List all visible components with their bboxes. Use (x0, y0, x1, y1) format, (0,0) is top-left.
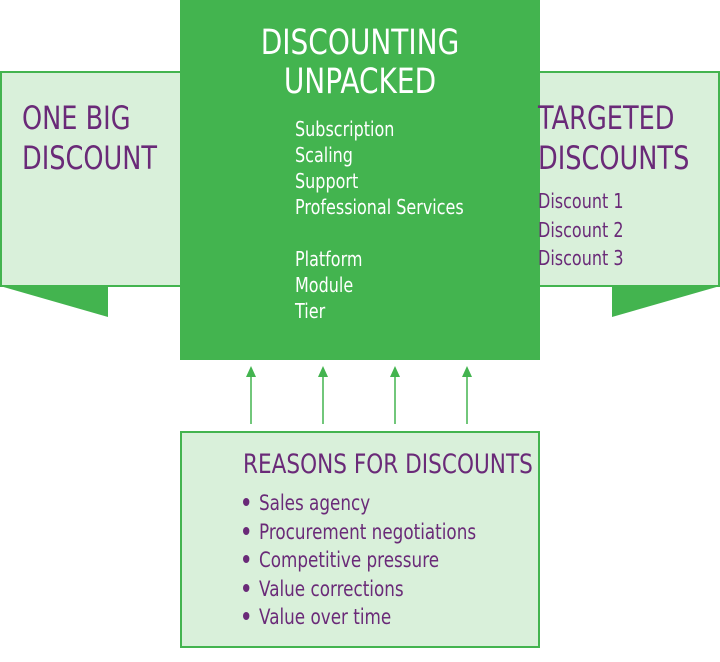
reasons-item-label: Value over time (259, 605, 392, 629)
left-title: ONE BIG DISCOUNT (22, 98, 157, 178)
bullet-icon (243, 555, 250, 563)
bullet-icon (243, 498, 250, 506)
arrow-4 (462, 366, 472, 424)
right-title-line1: TARGETED (538, 99, 675, 137)
left-title-line1: ONE BIG (22, 99, 131, 137)
reasons-item-label: Sales agency (259, 491, 371, 515)
left-title-line2: DISCOUNT (22, 139, 158, 177)
right-item: Discount 1 (538, 189, 624, 213)
arrow-3 (390, 366, 400, 424)
center-item: Module (295, 273, 354, 297)
reasons-box (180, 431, 540, 648)
center-list-1: Subscription Scaling Support Professiona… (295, 116, 464, 220)
reasons-item: Competitive pressure (243, 546, 476, 575)
arrow-2 (318, 366, 328, 424)
center-item: Support (295, 169, 359, 193)
center-item: Tier (295, 299, 326, 323)
center-title-line2: UNPACKED (283, 62, 437, 102)
reasons-item-label: Competitive pressure (259, 548, 440, 572)
reasons-item: Sales agency (243, 489, 476, 518)
reasons-item: Procurement negotiations (243, 518, 476, 547)
bullet-icon (243, 526, 250, 535)
reasons-list: Sales agency Procurement negotiations Co… (243, 489, 476, 632)
center-title: DISCOUNTING UNPACKED (216, 24, 504, 102)
arrow-1 (246, 366, 256, 424)
bullet-icon (243, 612, 250, 620)
right-item: Discount 2 (538, 217, 624, 242)
right-item: Discount 3 (538, 246, 624, 270)
reasons-item: Value corrections (243, 575, 476, 604)
center-item: Subscription (295, 117, 395, 141)
right-title-line2: DISCOUNTS (538, 139, 690, 177)
bullet-icon (243, 583, 250, 592)
reasons-item-label: Value corrections (259, 576, 404, 601)
right-banner (505, 71, 720, 287)
center-item: Professional Services (295, 195, 464, 219)
center-item: Scaling (295, 143, 353, 167)
reasons-item: Value over time (243, 603, 476, 632)
reasons-title: REASONS FOR DISCOUNTS (243, 449, 533, 480)
reasons-item-label: Procurement negotiations (259, 519, 477, 544)
center-item: Platform (295, 247, 363, 271)
right-list: Discount 1 Discount 2 Discount 3 (538, 187, 624, 273)
right-title: TARGETED DISCOUNTS (538, 98, 689, 178)
center-title-line1: DISCOUNTING (260, 23, 460, 63)
center-list-2: Platform Module Tier (295, 246, 362, 324)
center-box (180, 0, 540, 360)
